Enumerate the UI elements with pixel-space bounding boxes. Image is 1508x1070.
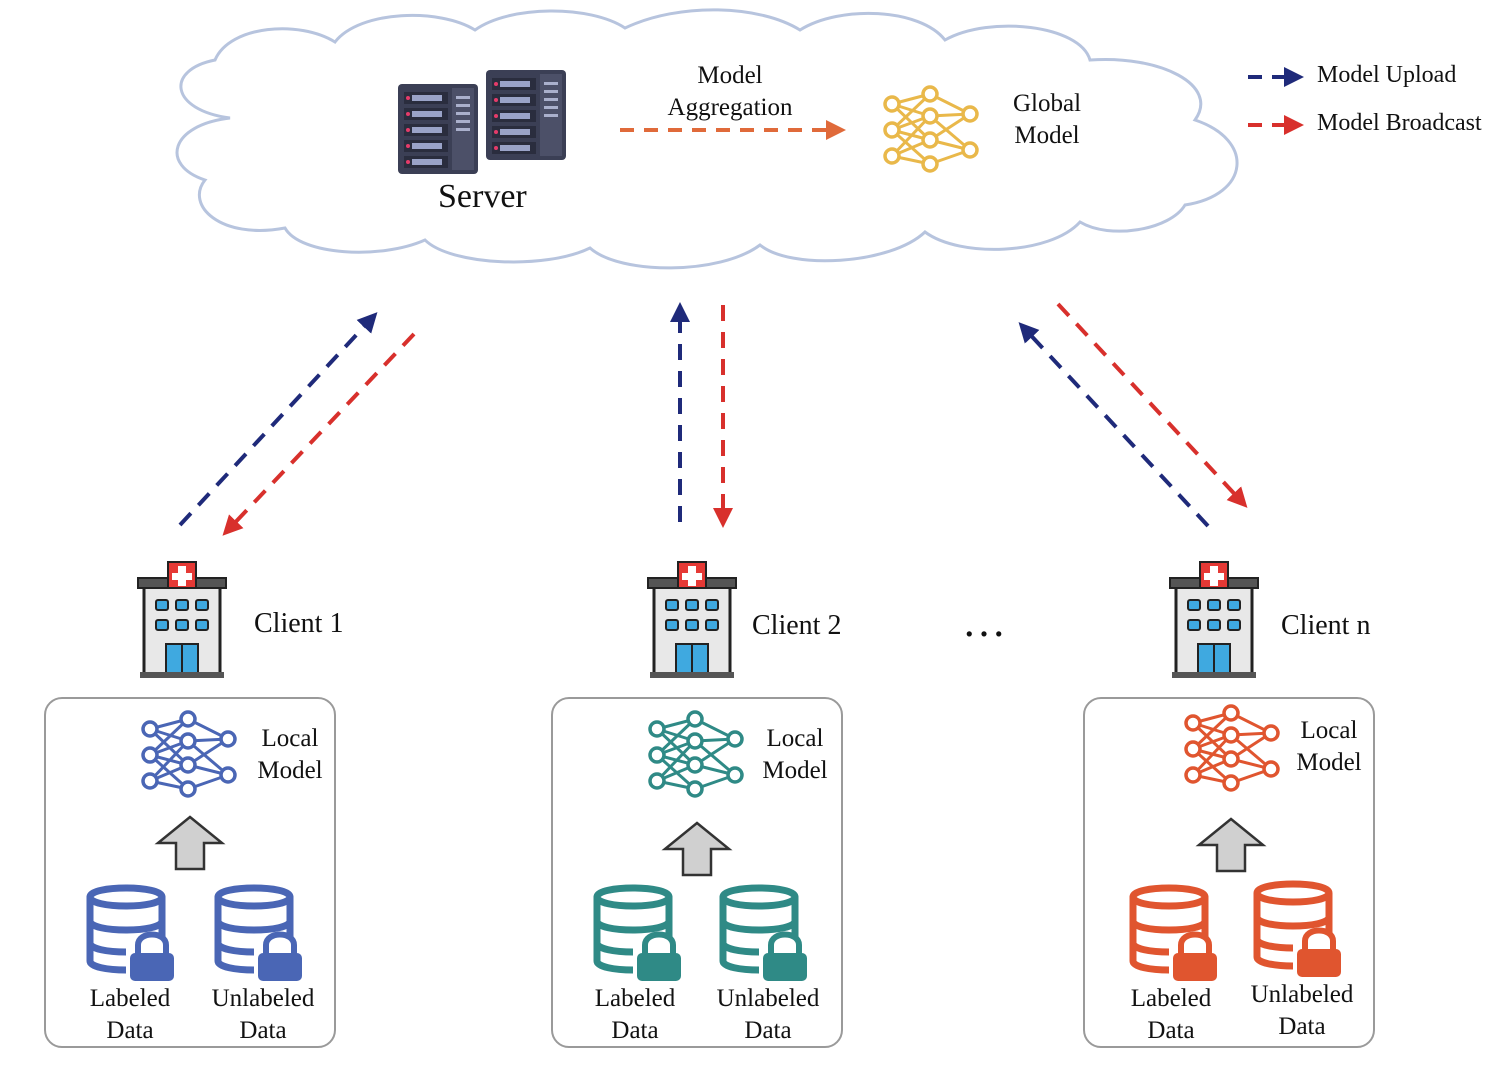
aggregation-line2: Aggregation xyxy=(667,94,793,121)
server-label: Server xyxy=(438,178,527,215)
client1-local-line2: Model xyxy=(257,757,323,784)
client2-up-arrow-icon xyxy=(663,821,731,877)
client2-label: Client 2 xyxy=(752,610,842,641)
client2-labeled-line1: Labeled xyxy=(594,985,676,1012)
client2-hospital-icon xyxy=(646,560,738,680)
client2-local-line2: Model xyxy=(762,757,828,784)
clientn-local-model-icon xyxy=(1184,704,1280,792)
client1-label: Client 1 xyxy=(254,608,344,639)
ellipsis: … xyxy=(962,597,1006,646)
client1-labeled-db-icon xyxy=(90,888,178,981)
client1-unlabeled-line2: Data xyxy=(239,1017,287,1044)
client1-unlabeled-line1: Unlabeled xyxy=(211,985,315,1012)
client2-local-model-label: Local Model xyxy=(747,723,843,787)
aggregation-line1: Model xyxy=(697,62,763,89)
client1-local-line1: Local xyxy=(261,725,319,752)
client2-unlabeled-line1: Unlabeled xyxy=(716,985,820,1012)
clientn-labeled-data-label: Labeled Data xyxy=(1111,983,1231,1047)
client2-panel: Local Model Labeled Data Unlabeled Data xyxy=(551,697,843,1048)
clientn-labeled-line1: Labeled xyxy=(1130,985,1212,1012)
global-model-line2: Model xyxy=(1014,122,1080,149)
client2-local-model-icon xyxy=(648,710,744,798)
client2-unlabeled-line2: Data xyxy=(744,1017,792,1044)
client2-unlabeled-data-label: Unlabeled Data xyxy=(703,983,833,1047)
client2-labeled-data-label: Labeled Data xyxy=(575,983,695,1047)
client2-local-line1: Local xyxy=(766,725,824,752)
client1-unlabeled-db-icon xyxy=(218,888,306,981)
client1-local-model-icon xyxy=(141,710,237,798)
cloud-shape xyxy=(175,8,1239,270)
legend-upload-label: Model Upload xyxy=(1317,62,1457,88)
client1-broadcast-arrow xyxy=(222,332,416,536)
clientn-unlabeled-db-icon xyxy=(1257,884,1345,977)
clientn-up-arrow-icon xyxy=(1197,817,1265,873)
clientn-local-line1: Local xyxy=(1300,717,1358,744)
client2-labeled-line2: Data xyxy=(611,1017,659,1044)
global-model-label: Global Model xyxy=(1000,88,1094,152)
clientn-broadcast-arrow xyxy=(1056,302,1248,508)
client1-unlabeled-data-label: Unlabeled Data xyxy=(198,983,328,1047)
legend-broadcast-label: Model Broadcast xyxy=(1317,110,1482,136)
clientn-unlabeled-line2: Data xyxy=(1278,1013,1326,1040)
client1-labeled-data-label: Labeled Data xyxy=(70,983,190,1047)
clientn-label: Client n xyxy=(1281,610,1371,641)
client1-hospital-icon xyxy=(136,560,228,680)
client2-unlabeled-db-icon xyxy=(723,888,811,981)
clientn-upload-arrow xyxy=(1018,322,1210,528)
clientn-hospital-icon xyxy=(1168,560,1260,680)
client1-up-arrow-icon xyxy=(156,815,224,871)
client1-labeled-line1: Labeled xyxy=(89,985,171,1012)
aggregation-label: Model Aggregation xyxy=(650,60,810,124)
client1-local-model-label: Local Model xyxy=(242,723,338,787)
clientn-local-model-label: Local Model xyxy=(1281,715,1377,779)
clientn-unlabeled-data-label: Unlabeled Data xyxy=(1237,979,1367,1043)
clientn-local-line2: Model xyxy=(1296,749,1362,776)
client1-panel: Local Model Labeled Data Unlabeled Data xyxy=(44,697,336,1048)
clientn-labeled-line2: Data xyxy=(1147,1017,1195,1044)
client1-upload-arrow xyxy=(178,312,378,527)
clientn-labeled-db-icon xyxy=(1133,888,1221,981)
client2-labeled-db-icon xyxy=(597,888,685,981)
client1-labeled-line2: Data xyxy=(106,1017,154,1044)
clientn-panel: Local Model Labeled Data Unlabeled Data xyxy=(1083,697,1375,1048)
clientn-unlabeled-line1: Unlabeled xyxy=(1250,981,1354,1008)
global-model-line1: Global xyxy=(1012,90,1082,117)
